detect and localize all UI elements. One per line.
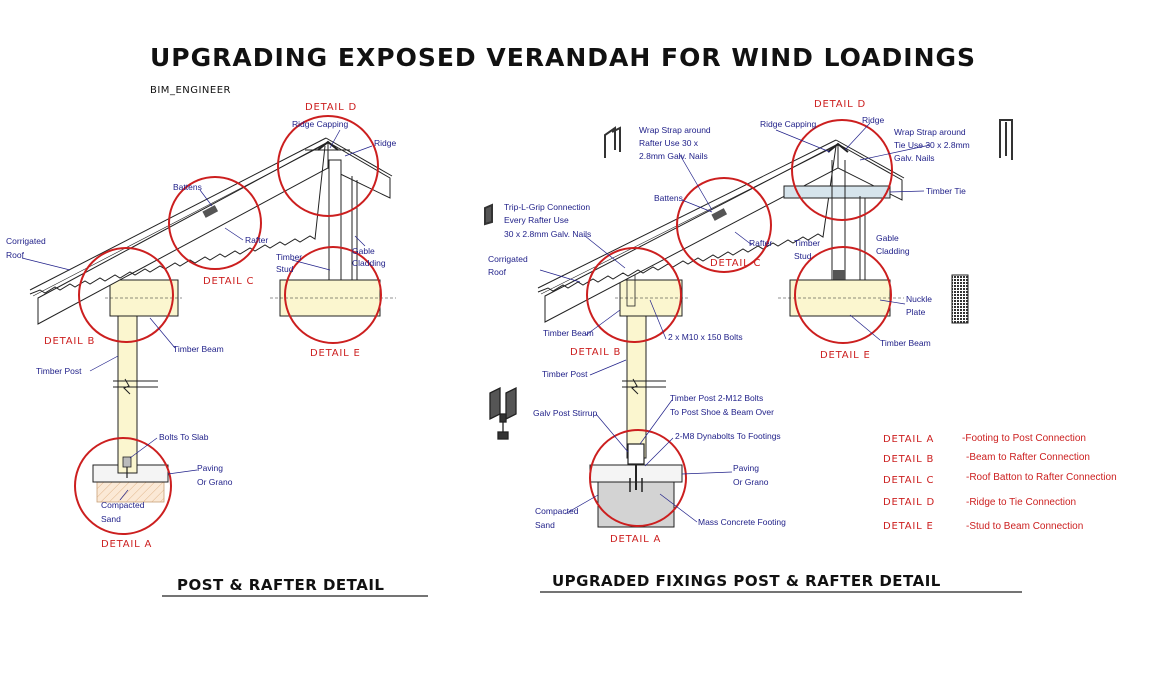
right-label-ridge-capping: Ridge Capping [760,119,817,129]
right-label-timber: Timber [794,238,820,248]
legend-desc-c: -Roof Batton to Rafter Connection [966,472,1117,483]
left-label-battens: Battens [173,182,202,192]
right-heading: UPGRADED FIXINGS POST & RAFTER DETAIL [552,572,941,590]
left-sand-layer [96,481,165,503]
right-label-corrigated: Corrigated [488,254,528,264]
right-label-wrap1-l1: Wrap Strap around [639,125,711,135]
right-label-timber-beam-2: Timber Beam [880,338,931,348]
right-label-roof: Roof [488,267,507,277]
right-label-compacted: Compacted [535,506,579,516]
left-label-or-grano: Or Grano [197,477,233,487]
post-stirrup-icon [489,386,517,440]
right-label-gable: Gable [876,233,899,243]
right-drawing: Wrap Strap around Rafter Use 30 x 2.8mm … [484,99,1022,593]
legend-key-a: DETAIL A [883,434,934,445]
right-detail-d-circle [791,119,893,221]
right-label-stud: Stud [794,251,812,261]
legend-desc-e: -Stud to Beam Connection [966,521,1083,532]
left-label-sand: Sand [101,514,121,524]
left-drawing: Corrigated Roof Battens Rafter Ridge Cap… [6,102,428,597]
author-label: BIM_ENGINEER [150,85,231,96]
right-label-nuckle: Nuckle [906,294,932,304]
left-label-paving: Paving [197,463,223,473]
right-detail-e-tag: DETAIL E [820,350,871,361]
right-label-rafter: Rafter [749,238,772,248]
right-detail-c-tag: DETAIL C [710,258,761,269]
right-label-trip-l3: 30 x 2.8mm Galv. Nails [504,229,591,239]
right-label-timber-beam: Timber Beam [543,328,594,338]
legend-key-e: DETAIL E [883,521,934,532]
left-detail-e-tag: DETAIL E [310,348,361,359]
right-label-post-bolts-l1: Timber Post 2-M12 Bolts [670,393,763,403]
right-label-galv-stirrup: Galv Post Stirrup [533,408,598,418]
right-detail-a-circle [589,429,687,527]
right-label-post-bolts-l2: To Post Shoe & Beam Over [670,407,774,417]
left-label-rafter: Rafter [245,235,268,245]
right-detail-d-tag: DETAIL D [814,99,866,110]
ridge-wrap-strap-icon [999,119,1013,160]
nuckle-plate-icon [951,274,969,324]
detail-legend: DETAIL A -Footing to Post Connection DET… [883,433,1117,532]
left-detail-a-circle [74,437,172,535]
left-label-timber-post: Timber Post [36,366,82,376]
left-detail-c-circle [168,176,262,270]
right-label-mass-concrete: Mass Concrete Footing [698,517,786,527]
right-detail-c-circle [676,177,772,273]
right-label-dynabolts: 2-M8 Dynabolts To Footings [675,431,781,441]
right-label-bolts-m10: 2 x M10 x 150 Bolts [668,332,743,342]
right-label-paving: Paving [733,463,759,473]
right-detail-e-circle [794,246,892,344]
left-label-stud: Stud [276,264,294,274]
left-label-corrigated: Corrigated [6,236,46,246]
right-detail-b-tag: DETAIL B [570,347,621,358]
right-label-timber-tie: Timber Tie [926,186,966,196]
left-label-ridge-capping: Ridge Capping [292,119,349,129]
right-timber-stud [831,197,846,281]
left-label-cladding: Cladding [352,258,386,268]
left-heading: POST & RAFTER DETAIL [177,576,384,594]
right-label-cladding: Cladding [876,246,910,256]
left-detail-d-tag: DETAIL D [305,102,357,113]
left-label-timber: Timber [276,252,302,262]
right-label-battens: Battens [654,193,683,203]
left-label-compacted: Compacted [101,500,145,510]
left-detail-e-circle [284,246,382,344]
left-label-gable: Gable [352,246,375,256]
legend-key-d: DETAIL D [883,497,935,508]
right-detail-a-tag: DETAIL A [610,534,661,545]
left-label-roof: Roof [6,250,25,260]
right-label-trip-l1: Trip-L-Grip Connection [504,202,590,212]
legend-desc-b: -Beam to Rafter Connection [966,452,1090,463]
right-detail-b-circle [586,247,682,343]
right-label-trip-l2: Every Rafter Use [504,215,569,225]
right-label-sand: Sand [535,520,555,530]
right-label-ridge: Ridge [862,115,884,125]
right-label-wrap2-l1: Wrap Strap around [894,127,966,137]
legend-desc-a: -Footing to Post Connection [962,433,1086,444]
wrap-strap-icon [604,126,621,158]
right-label-timber-post: Timber Post [542,369,588,379]
right-label-wrap1-l2: Rafter Use 30 x [639,138,699,148]
right-label-wrap2-l3: Galv. Nails [894,153,934,163]
left-label-bolts-to-slab: Bolts To Slab [159,432,209,442]
left-detail-d-circle [277,115,379,217]
right-label-or-grano: Or Grano [733,477,769,487]
right-label-wrap2-l2: Tie Use 30 x 2.8mm [894,140,970,150]
left-detail-c-tag: DETAIL C [203,276,254,287]
legend-desc-d: -Ridge to Tie Connection [966,497,1076,508]
right-label-plate: Plate [906,307,926,317]
right-label-wrap1-l3: 2.8mm Galv. Nails [639,151,708,161]
legend-key-b: DETAIL B [883,454,934,465]
left-label-ridge: Ridge [374,138,396,148]
left-detail-b-tag: DETAIL B [44,336,95,347]
page-title: UPGRADING EXPOSED VERANDAH FOR WIND LOAD… [150,43,976,72]
trip-l-grip-icon [484,203,493,226]
left-timber-stud [328,159,342,281]
left-label-timber-beam: Timber Beam [173,344,224,354]
legend-key-c: DETAIL C [883,475,934,486]
left-detail-b-circle [78,247,174,343]
left-detail-a-tag: DETAIL A [101,539,152,550]
